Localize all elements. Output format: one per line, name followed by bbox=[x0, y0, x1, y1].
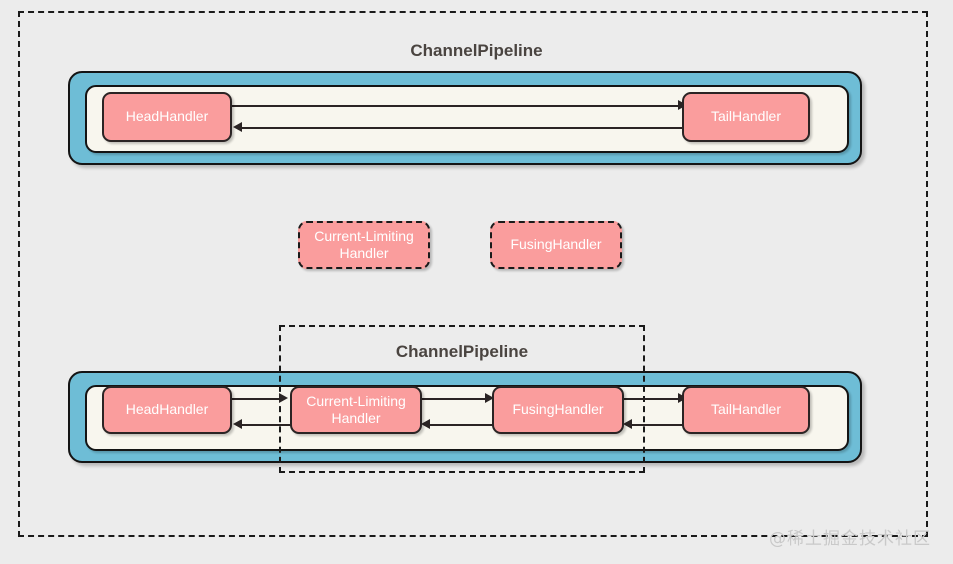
bottom-conn3-inbound-line bbox=[630, 424, 688, 426]
watermark-text: @稀土掘金技术社区 bbox=[769, 529, 931, 549]
outer-dashed-frame bbox=[18, 11, 928, 537]
handler-fusing-standalone[interactable]: FusingHandler bbox=[490, 221, 622, 269]
handler-fusing-bottom[interactable]: FusingHandler bbox=[492, 386, 624, 434]
bottom-conn3-outbound-line bbox=[622, 398, 682, 400]
top-inbound-arrowhead-icon bbox=[233, 122, 242, 132]
handler-tail-top[interactable]: TailHandler bbox=[682, 92, 810, 142]
handler-label: TailHandler bbox=[710, 108, 782, 125]
handler-label: FusingHandler bbox=[512, 401, 604, 418]
bottom-conn3-inbound-arrowhead-icon bbox=[623, 419, 632, 429]
bottom-conn1-outbound-line bbox=[232, 398, 282, 400]
handler-label-line2: Handler bbox=[339, 245, 389, 261]
handler-label: HeadHandler bbox=[125, 108, 209, 125]
bottom-conn2-inbound-line bbox=[428, 424, 494, 426]
handler-label: Current-Limiting Handler bbox=[314, 228, 414, 263]
handler-label-line1: Current-Limiting bbox=[314, 227, 414, 244]
handler-current-limiting-standalone[interactable]: Current-Limiting Handler bbox=[298, 221, 430, 269]
handler-head-bottom[interactable]: HeadHandler bbox=[102, 386, 232, 434]
handler-label-line1: Current-Limiting bbox=[306, 392, 406, 409]
handler-tail-bottom[interactable]: TailHandler bbox=[682, 386, 810, 434]
bottom-conn2-inbound-arrowhead-icon bbox=[421, 419, 430, 429]
bottom-conn1-inbound-arrowhead-icon bbox=[233, 419, 242, 429]
handler-label-line2: Handler bbox=[331, 410, 381, 426]
handler-current-limiting-bottom[interactable]: Current-Limiting Handler bbox=[290, 386, 422, 434]
bottom-conn1-outbound-arrowhead-icon bbox=[279, 393, 288, 403]
handler-label: TailHandler bbox=[710, 401, 782, 418]
top-outbound-line bbox=[232, 105, 684, 107]
top-inbound-line bbox=[240, 127, 688, 129]
bottom-pipeline-title: ChannelPipeline bbox=[395, 342, 529, 361]
bottom-conn1-inbound-line bbox=[240, 424, 292, 426]
bottom-conn2-outbound-arrowhead-icon bbox=[485, 393, 494, 403]
handler-label: Current-Limiting Handler bbox=[306, 393, 406, 428]
top-pipeline-title: ChannelPipeline bbox=[410, 41, 543, 60]
handler-label: HeadHandler bbox=[125, 401, 209, 418]
bottom-conn2-outbound-line bbox=[420, 398, 488, 400]
handler-label: FusingHandler bbox=[510, 236, 602, 253]
handler-head-top[interactable]: HeadHandler bbox=[102, 92, 232, 142]
